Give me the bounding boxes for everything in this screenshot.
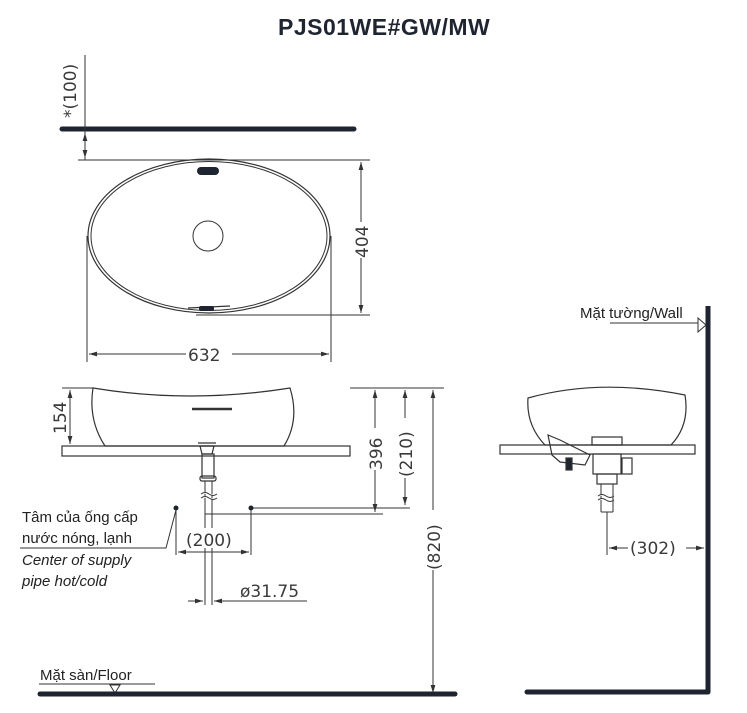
overflow-slot xyxy=(197,167,219,175)
supply-spacing-dim: (200) xyxy=(186,531,232,551)
top-view xyxy=(59,55,370,362)
drain-hole xyxy=(192,220,224,252)
wall-distance-dim: (302) xyxy=(630,539,676,559)
width-dim: 632 xyxy=(188,346,220,366)
depth-dim: 404 xyxy=(353,226,373,258)
floor-label: Mặt sàn/Floor xyxy=(40,667,132,684)
basin-outline xyxy=(87,158,331,314)
supply-height-dim: 396 xyxy=(367,438,387,470)
wall-offset-dim: *(100) xyxy=(61,64,81,118)
supply-note-vi-1: Tâm của ống cấp xyxy=(22,509,138,526)
supply-note-en-1: Center of supply xyxy=(22,552,133,569)
bowl-outline xyxy=(91,387,295,447)
front-view xyxy=(20,387,458,697)
drain-diameter-dim: ø31.75 xyxy=(240,582,299,602)
drain-height-dim: (210) xyxy=(397,431,417,477)
model-title: PJS01WE#GW/MW xyxy=(278,14,491,40)
supply-note-en-2: pipe hot/cold xyxy=(21,573,108,590)
counter-height-dim: (820) xyxy=(425,524,445,570)
supply-note-vi-2: nước nóng, lạnh xyxy=(22,530,132,547)
bowl-height-dim: 154 xyxy=(51,402,71,434)
side-view xyxy=(499,306,711,695)
wall-label: Mặt tường/Wall xyxy=(580,305,683,322)
side-bowl-outline xyxy=(527,386,687,446)
